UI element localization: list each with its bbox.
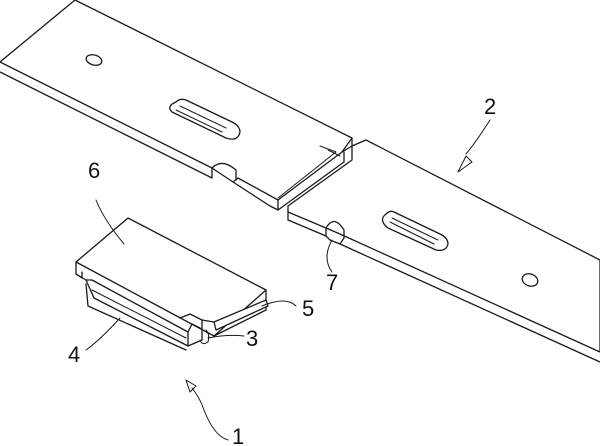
label-1: 1 — [232, 424, 244, 446]
label-3: 3 — [246, 326, 258, 351]
label-7: 7 — [326, 270, 338, 295]
right-strip — [287, 139, 600, 363]
label-4: 4 — [68, 342, 80, 367]
round-hole-right — [521, 273, 539, 287]
slot-left — [169, 98, 241, 140]
slot-right — [381, 210, 449, 252]
hook-3 — [199, 329, 210, 345]
left-strip — [0, 0, 353, 211]
leader-lines — [85, 119, 491, 441]
tongue-5 — [213, 299, 269, 331]
clip-connector — [75, 217, 269, 351]
round-hole-left — [85, 54, 103, 66]
label-2: 2 — [484, 94, 496, 119]
label-6: 6 — [88, 158, 100, 183]
notch-7 — [325, 220, 345, 245]
label-5: 5 — [302, 296, 314, 321]
